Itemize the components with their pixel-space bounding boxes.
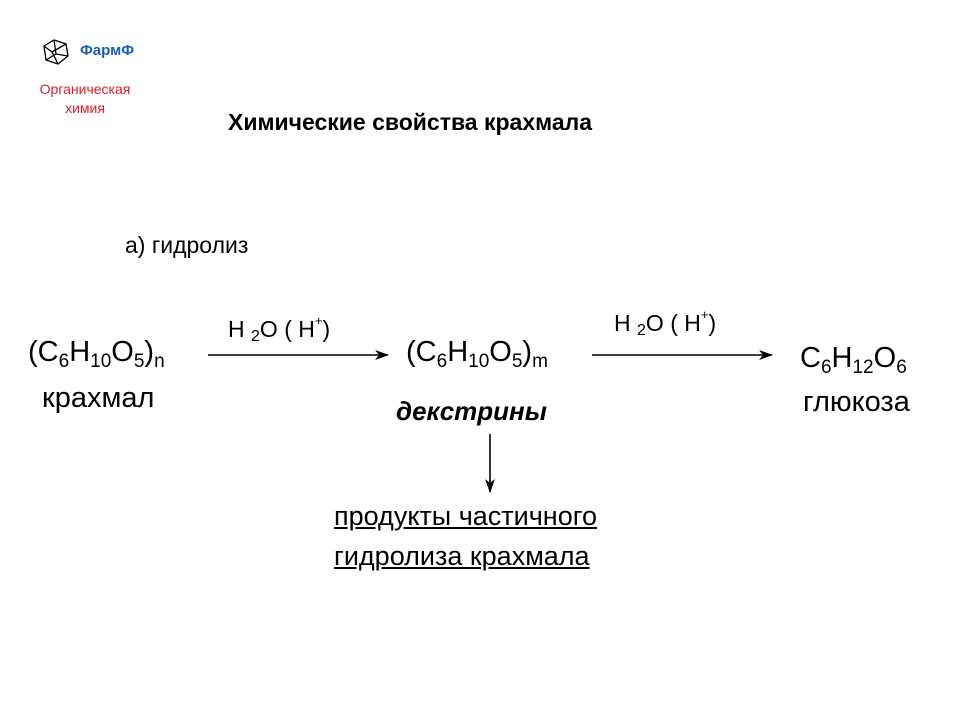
page-title: Химические свойства крахмала bbox=[228, 109, 593, 135]
subject-line-2: химия bbox=[65, 100, 105, 116]
step1-condition: H 2O ( H+) bbox=[228, 313, 331, 345]
starch-name: крахмал bbox=[42, 382, 155, 414]
brand-name: ФармФ bbox=[80, 42, 135, 59]
subject-line-1: Органическая bbox=[39, 81, 131, 97]
products-line-2: гидролиза крахмала bbox=[334, 541, 590, 571]
products-line-1: продукты частичного bbox=[334, 501, 597, 531]
subject-label: Органическая химия bbox=[10, 80, 160, 118]
step2-condition: H 2O ( H+) bbox=[614, 307, 717, 339]
dextrin-name: декстрины bbox=[396, 396, 547, 426]
partial-hydrolysis-products: продукты частичного гидролиза крахмала bbox=[334, 496, 694, 576]
section-label: а) гидролиз bbox=[125, 232, 249, 258]
glucose-formula: C6H12O6 bbox=[800, 342, 907, 378]
glucose-name: глюкоза bbox=[803, 386, 910, 418]
adamantane-icon bbox=[43, 39, 69, 65]
starch-formula: (C6H10O5)n bbox=[28, 336, 165, 372]
dextrin-formula: (C6H10O5)m bbox=[406, 336, 548, 372]
